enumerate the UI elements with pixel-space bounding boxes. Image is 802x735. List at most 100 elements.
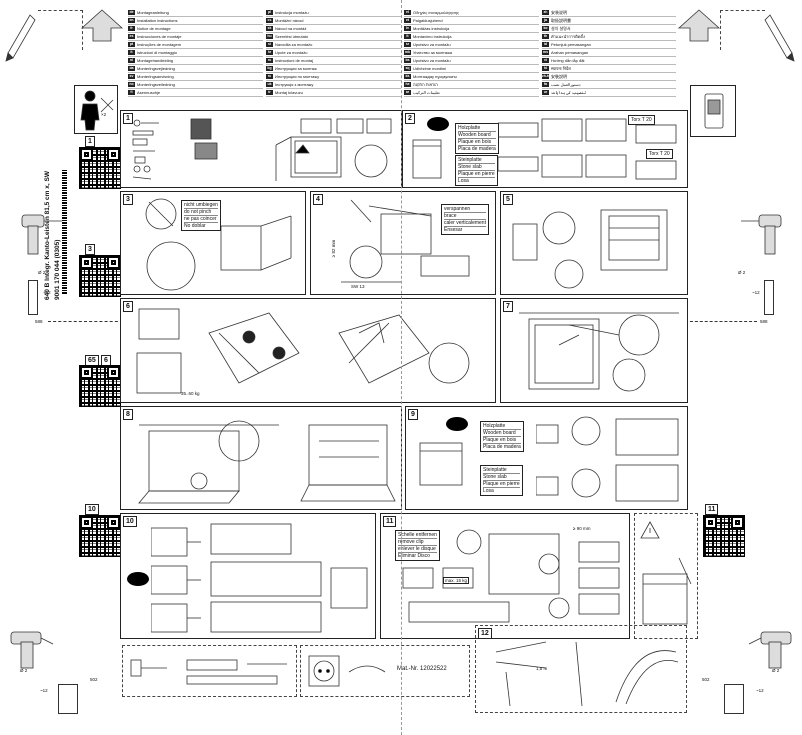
language-code-badge: ru xyxy=(266,74,273,80)
language-title: Szerelési útmutató xyxy=(275,34,309,39)
language-code-badge: bs xyxy=(404,58,411,64)
dim-12-bottom-left: ~12 xyxy=(40,688,48,693)
language-title: Upute za montažu xyxy=(275,50,308,55)
dim-12-right: ~12 xyxy=(752,290,760,295)
language-title: Упатство за монтажа xyxy=(413,50,452,55)
question-bubble-2-icon: ? xyxy=(446,417,468,431)
language-code-badge: sv xyxy=(128,74,135,80)
step-9-bracket-illustration xyxy=(536,416,679,502)
language-title: تنصیب کی ہدایات xyxy=(551,90,587,95)
language-code-badge: sl xyxy=(266,42,273,48)
vise-bottom-left xyxy=(58,684,78,714)
language-code-badge: ko xyxy=(542,26,549,32)
svg-text:?: ? xyxy=(135,574,140,584)
qr-10-label: 10 xyxy=(85,504,99,515)
language-title: Petunjuk pemasangan xyxy=(551,42,591,47)
language-code-badge: lv xyxy=(404,26,411,32)
vise-bottom-right xyxy=(724,684,744,714)
step-1-number: 1 xyxy=(123,113,133,124)
step-2-bracket-illustration xyxy=(498,118,677,180)
qr-11-label: 11 xyxy=(705,504,719,515)
language-code-badge: id xyxy=(542,42,549,48)
dim-weight: 35..60 kg xyxy=(181,391,200,396)
barcode xyxy=(62,170,67,295)
language-title: Montagehandleiding xyxy=(137,58,174,63)
language-title: Montaj kılavuzu xyxy=(275,90,303,95)
language-code-badge: ar xyxy=(404,90,411,96)
step-8-panel: 8 xyxy=(120,406,402,510)
dim-502-left: 502 xyxy=(90,677,98,682)
language-code-badge: sr xyxy=(404,42,411,48)
language-code-badge: it xyxy=(128,50,135,56)
qr-1-label: 1 xyxy=(85,136,95,147)
language-code-badge: hu xyxy=(266,34,273,40)
dim-12-left: ~12 xyxy=(43,290,51,295)
qr-65-label: 65 xyxy=(85,355,99,366)
language-title: Montážní návod xyxy=(275,18,304,23)
smartphone-icon xyxy=(704,93,724,129)
language-code-badge: kk xyxy=(404,74,411,80)
dim-502-right: 502 xyxy=(702,677,710,682)
qr-code-1 xyxy=(79,147,121,189)
board-left xyxy=(28,280,38,315)
step-1-dishwasher-illustration xyxy=(190,118,392,181)
cable-icon xyxy=(348,665,386,673)
language-title: Monteringsvejledning xyxy=(137,66,175,71)
language-title: Uputstvo za montažu xyxy=(413,42,451,47)
tools-count-text: ×2 xyxy=(101,112,107,117)
language-title: 安裝說明 xyxy=(551,74,567,79)
language-code-badge: ja xyxy=(542,18,549,24)
step-5-panel: 5 xyxy=(500,191,688,295)
language-code-badge: fr xyxy=(128,26,135,32)
step-12-number: 12 xyxy=(478,628,492,639)
language-code-badge: ur xyxy=(542,90,549,96)
pencil-left-icon xyxy=(5,14,36,62)
qr-code-11 xyxy=(703,515,745,557)
language-title: Инструкция за монтаж xyxy=(275,66,317,71)
top-corner-right xyxy=(720,10,765,50)
fold-line-vertical xyxy=(401,0,402,735)
language-code-badge: uk xyxy=(266,82,273,88)
language-title: Navodila za montažo xyxy=(275,42,313,47)
language-title: 安装说明 xyxy=(551,10,567,15)
language-title: Інструкція з монтажу xyxy=(275,82,314,87)
language-code-badge: ms xyxy=(542,50,549,56)
tools-box: ×2 xyxy=(74,85,118,134)
language-code-badge: hi xyxy=(542,66,549,72)
language-code-badge: pt xyxy=(128,42,135,48)
dim-d2-right: Ø 2 xyxy=(738,270,746,275)
step-10-illustration xyxy=(151,523,368,633)
step-4-number: 4 xyxy=(313,194,323,205)
qr-code-3 xyxy=(79,255,121,297)
language-code-badge: el xyxy=(404,10,411,16)
language-title: Instrucciones de montaje xyxy=(137,34,182,39)
language-code-badge: mk xyxy=(404,50,411,56)
step-8-number: 8 xyxy=(123,409,133,420)
dim-d2-bottom-left: Ø 2 xyxy=(20,668,28,673)
dim-588-left-line xyxy=(48,321,123,322)
language-code-badge: es xyxy=(128,34,135,40)
step-9-number: 9 xyxy=(408,409,418,420)
language-code-badge: da xyxy=(128,66,135,72)
